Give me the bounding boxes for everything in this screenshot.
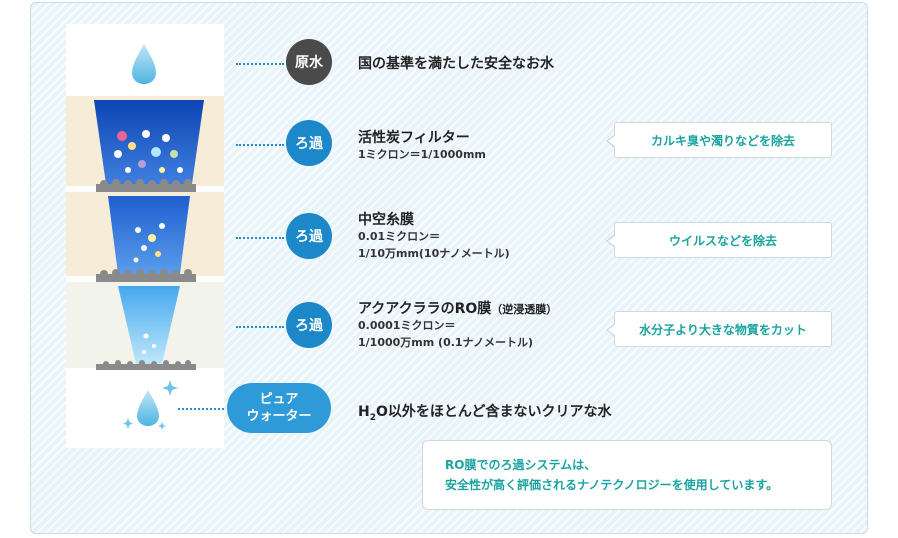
- connector-dots: [236, 326, 284, 328]
- ro-membrane-spec-line2: 1/1000万mm (0.1ナノメートル): [358, 336, 534, 349]
- carbon-filter-layer: [96, 179, 196, 192]
- pure-water-title-h: H: [358, 404, 370, 420]
- ro-system-note: RO膜でのろ過システムは、 安全性が高く評価されるナノテクノロジーを使用していま…: [422, 440, 832, 510]
- connector-dots: [178, 408, 224, 410]
- impurity-particles-icon: [114, 130, 183, 173]
- note-line2: 安全性が高く評価されるナノテクノロジーを使用しています。: [445, 478, 779, 492]
- carbon-filter-spec: 1ミクロン＝1/1000mm: [358, 148, 486, 161]
- ro-membrane-title-main: アクアクララのRO膜: [358, 301, 492, 317]
- raw-water-title: 国の基準を満たした安全なお水: [358, 56, 554, 72]
- filtration-badge: ろ過: [286, 213, 332, 259]
- carbon-filter-title: 活性炭フィルター: [358, 130, 470, 146]
- ro-membrane-title-note: （逆浸透膜）: [491, 303, 558, 316]
- virus-particles-icon: [133, 223, 165, 263]
- raw-water-badge: 原水: [286, 39, 332, 85]
- connector-dots: [236, 63, 284, 65]
- pure-water-badge-line2: ウォーター: [246, 409, 312, 424]
- pure-water-drop-icon: [137, 390, 159, 426]
- ro-membrane-spec-line1: 0.0001ミクロン＝: [358, 319, 456, 332]
- carbon-filter-callout: カルキ臭や濁りなどを除去: [606, 122, 832, 158]
- pure-water-title-rest: O以外をほとんど含まないクリアな水: [375, 404, 612, 420]
- pure-water-badge: ピュア ウォーター: [227, 383, 331, 433]
- hollow-fiber-layer: [96, 269, 196, 282]
- filtration-badge: ろ過: [286, 120, 332, 166]
- ro-membrane-stage: [118, 286, 180, 364]
- filtration-graphic: [66, 44, 224, 430]
- connector-dots: [236, 144, 284, 146]
- ro-membrane-title: アクアクララのRO膜（逆浸透膜）: [358, 298, 557, 318]
- ro-membrane-layer: [96, 360, 196, 370]
- filtration-badge: ろ過: [286, 302, 332, 348]
- filtration-illustration: [66, 24, 224, 448]
- ro-membrane-callout: 水分子より大きな物質をカット: [606, 311, 832, 347]
- hollow-fiber-spec-line1: 0.01ミクロン＝: [358, 230, 441, 243]
- pure-water-title: H2O以外をほとんど含まないクリアな水: [358, 401, 611, 423]
- hollow-fiber-callout: ウイルスなどを除去: [606, 222, 832, 258]
- pure-water-title-sub: 2: [369, 412, 376, 423]
- activated-carbon-stage: [94, 100, 204, 184]
- hollow-fiber-spec-line2: 1/10万mm(10ナノメートル): [358, 247, 510, 260]
- pure-water-badge-line1: ピュア: [259, 392, 299, 407]
- hollow-fiber-stage: [108, 196, 190, 274]
- sparkle-icon: [123, 380, 178, 430]
- hollow-fiber-title: 中空糸膜: [358, 212, 414, 228]
- water-molecules-icon: [142, 333, 156, 354]
- note-line1: RO膜でのろ過システムは、: [445, 458, 597, 472]
- raw-water-drop-icon: [132, 44, 156, 84]
- connector-dots: [236, 237, 284, 239]
